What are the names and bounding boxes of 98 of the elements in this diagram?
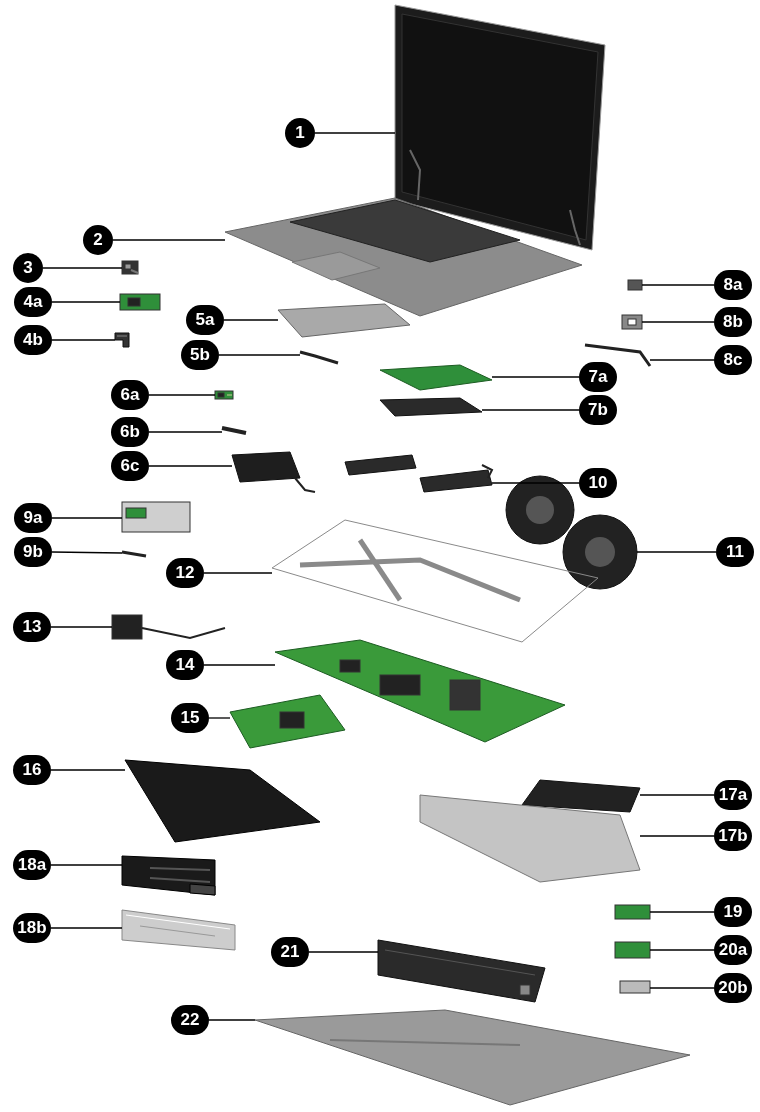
heat-sink-drawing [121, 855, 216, 896]
connector-drawing [121, 260, 139, 275]
callout-number: 22 [171, 1005, 209, 1035]
callout-number: 20a [714, 935, 752, 965]
leader-line [308, 951, 379, 953]
leader-line [218, 354, 301, 356]
circuit-board-drawing [119, 293, 161, 311]
speaker-drawing [344, 454, 494, 493]
circuit-board-drawing [229, 694, 346, 749]
bottom-cover-drawing [254, 1009, 691, 1106]
callout-number: 16 [13, 755, 51, 785]
drive-drawing [521, 779, 641, 813]
card-reader-drawing [121, 501, 191, 533]
callout-number: 9a [14, 503, 52, 533]
leader-line [148, 431, 223, 433]
leader-line [148, 394, 216, 396]
callout-number: 13 [13, 612, 51, 642]
leader-line [203, 664, 276, 666]
callout-number: 21 [271, 937, 309, 967]
jack-drawing [111, 614, 226, 640]
chip-drawing [627, 279, 643, 291]
leader-line [481, 409, 580, 411]
heat-sink-drawing [124, 759, 321, 843]
leader-line [639, 835, 715, 837]
callout-number: 19 [714, 897, 752, 927]
callout-number: 12 [166, 558, 204, 588]
leader-line [112, 239, 226, 241]
leader-line [50, 927, 123, 929]
cable-drawing [584, 343, 652, 367]
display-drawing [394, 4, 606, 251]
leader-line [314, 132, 396, 134]
callout-number: 17a [714, 780, 752, 810]
callout-number: 5b [181, 340, 219, 370]
leader-line [208, 1019, 256, 1021]
bracket-drawing [621, 314, 643, 330]
leader-line [649, 949, 715, 951]
callout-number: 4a [14, 287, 52, 317]
cable-drawing [121, 550, 147, 558]
drive-bracket-drawing [419, 794, 641, 883]
leader-line [203, 572, 273, 574]
callout-number: 17b [714, 821, 752, 851]
leader-line [42, 267, 123, 269]
callout-number: 6a [111, 380, 149, 410]
leader-line [51, 339, 116, 341]
leader-line [639, 794, 715, 796]
callout-number: 2 [83, 225, 113, 255]
callout-number: 10 [579, 468, 617, 498]
leader-line [51, 551, 123, 554]
battery-drawing [377, 939, 546, 1003]
leader-line [641, 321, 715, 323]
callout-number: 8b [714, 307, 752, 337]
callout-number: 6b [111, 417, 149, 447]
cable-drawing [231, 451, 316, 493]
leader-line [491, 376, 580, 378]
leader-line [51, 301, 121, 303]
leader-line [636, 551, 717, 553]
callout-number: 20b [714, 973, 752, 1003]
callout-number: 5a [186, 305, 224, 335]
bracket-drawing [114, 332, 130, 348]
callout-number: 8a [714, 270, 752, 300]
callout-number: 14 [166, 650, 204, 680]
circuit-board-drawing [214, 390, 234, 400]
frame-drawing [271, 519, 599, 643]
callout-number: 6c [111, 451, 149, 481]
callout-number: 15 [171, 703, 209, 733]
callout-number: 11 [716, 537, 754, 567]
leader-line [50, 864, 123, 866]
leader-line [649, 987, 715, 989]
cover-drawing [121, 909, 236, 951]
top-cover-drawing [224, 197, 583, 317]
fan-drawing [505, 475, 638, 590]
cable-drawing [221, 426, 247, 435]
callout-number: 8c [714, 345, 752, 375]
leader-line [50, 626, 113, 628]
cable-drawing [379, 397, 483, 417]
callout-number: 9b [14, 537, 52, 567]
circuit-board-drawing [379, 364, 493, 391]
callout-number: 3 [13, 253, 43, 283]
leader-line [649, 359, 715, 361]
callout-number: 1 [285, 118, 315, 148]
module-drawing [619, 980, 651, 994]
callout-number: 7b [579, 395, 617, 425]
leader-line [208, 717, 231, 719]
leader-line [51, 517, 123, 519]
leader-line [223, 319, 279, 321]
touchpad-drawing [277, 303, 411, 338]
module-drawing [614, 941, 651, 959]
module-drawing [614, 904, 651, 920]
callout-number: 18a [13, 850, 51, 880]
leader-line [641, 284, 715, 286]
leader-line [491, 482, 580, 484]
leader-line [50, 769, 126, 771]
leader-line [649, 911, 715, 913]
leader-line [148, 465, 233, 467]
callout-number: 4b [14, 325, 52, 355]
callout-number: 18b [13, 913, 51, 943]
callout-number: 7a [579, 362, 617, 392]
cable-drawing [299, 350, 339, 365]
